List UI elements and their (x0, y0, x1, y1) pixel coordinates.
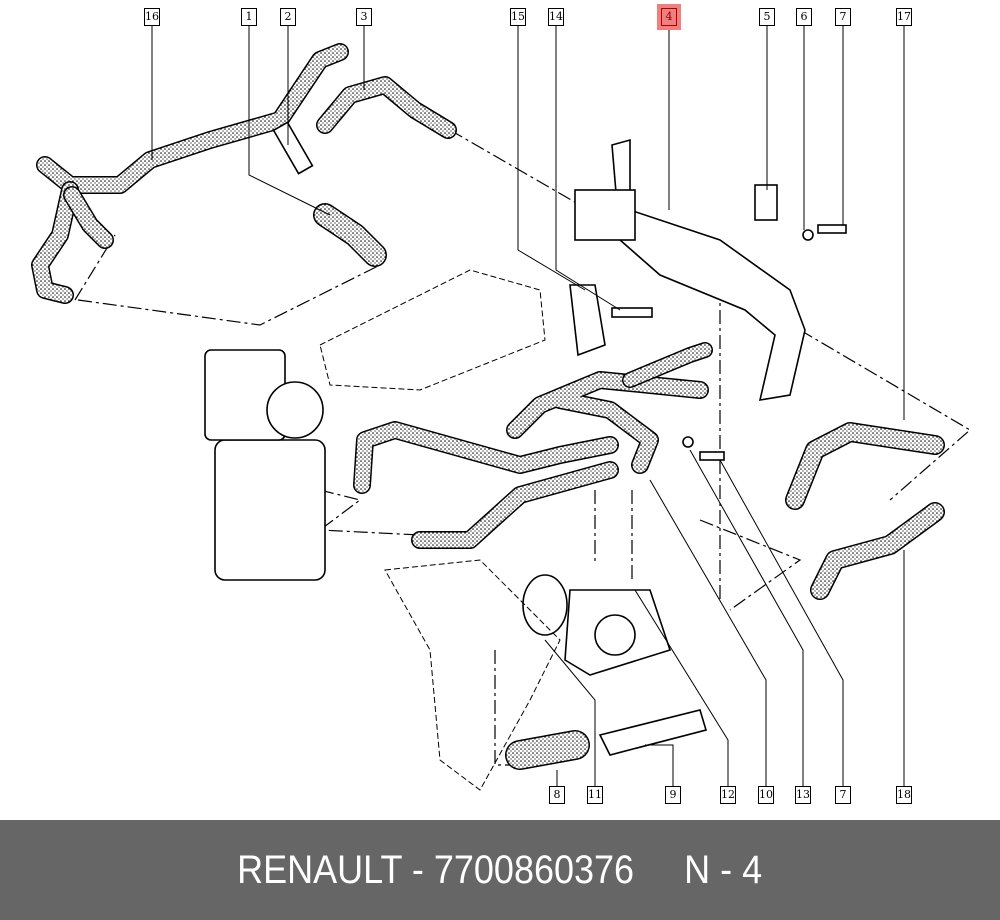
hose-loop (506, 371, 709, 474)
hose-16c (63, 186, 114, 249)
hose-3 (316, 76, 457, 139)
hoses (31, 43, 945, 770)
callout-15[interactable]: 15 (510, 8, 526, 26)
filter-cap (266, 381, 324, 439)
oil-filter (214, 439, 326, 581)
callout-8[interactable]: 8 (549, 786, 565, 804)
bracket-4 (574, 189, 636, 241)
parts-diagram (31, 26, 972, 791)
pipe-9 (598, 709, 708, 756)
assembly-lines (74, 129, 972, 766)
callout-1[interactable]: 1 (241, 8, 257, 26)
callout-2[interactable]: 2 (280, 8, 296, 26)
footer-bar: RENAULT - 7700860376 N - 4 (0, 820, 1000, 920)
sensor-5 (754, 184, 778, 221)
tee-connector-2 (272, 121, 314, 175)
engine-block-top (319, 269, 546, 391)
callout-6[interactable]: 6 (796, 8, 812, 26)
callout-13[interactable]: 13 (795, 786, 811, 804)
washer-6 (802, 229, 814, 241)
callout-14[interactable]: 14 (548, 8, 564, 26)
part-number-caption: RENAULT - 7700860376 N - 4 (237, 847, 763, 892)
oil-cooler-center (594, 614, 636, 656)
o-ring-11 (522, 574, 568, 636)
callout-4[interactable]: 4 (661, 8, 677, 26)
callout-9[interactable]: 9 (665, 786, 681, 804)
water-pipe-4 (611, 138, 806, 401)
hose-8 (505, 730, 590, 770)
callout-7[interactable]: 7 (835, 8, 851, 26)
hose-16 (36, 43, 349, 194)
callout-18[interactable]: 18 (896, 786, 912, 804)
hose-main-b (411, 461, 619, 549)
bolt-7b (699, 451, 725, 461)
hose-main-a (353, 421, 619, 494)
callout-16[interactable]: 16 (144, 8, 160, 26)
bolt-7 (817, 224, 847, 234)
callout-5[interactable]: 5 (759, 8, 775, 26)
bracket-15 (569, 284, 606, 357)
engine-block-bottom (384, 559, 561, 791)
hose-18 (810, 502, 945, 600)
leader-lines (151, 26, 905, 786)
hose-16b (31, 181, 79, 304)
hose-1 (313, 203, 387, 267)
callout-3[interactable]: 3 (356, 8, 372, 26)
callout-11[interactable]: 11 (587, 786, 603, 804)
hose-top-small (622, 342, 713, 388)
parts (204, 121, 847, 791)
bolt-14 (611, 307, 653, 318)
callout-7[interactable]: 7 (835, 786, 851, 804)
hose-17 (785, 422, 945, 510)
washer-6b (682, 436, 694, 448)
callout-17[interactable]: 17 (896, 8, 912, 26)
callout-12[interactable]: 12 (720, 786, 736, 804)
callout-10[interactable]: 10 (758, 786, 774, 804)
